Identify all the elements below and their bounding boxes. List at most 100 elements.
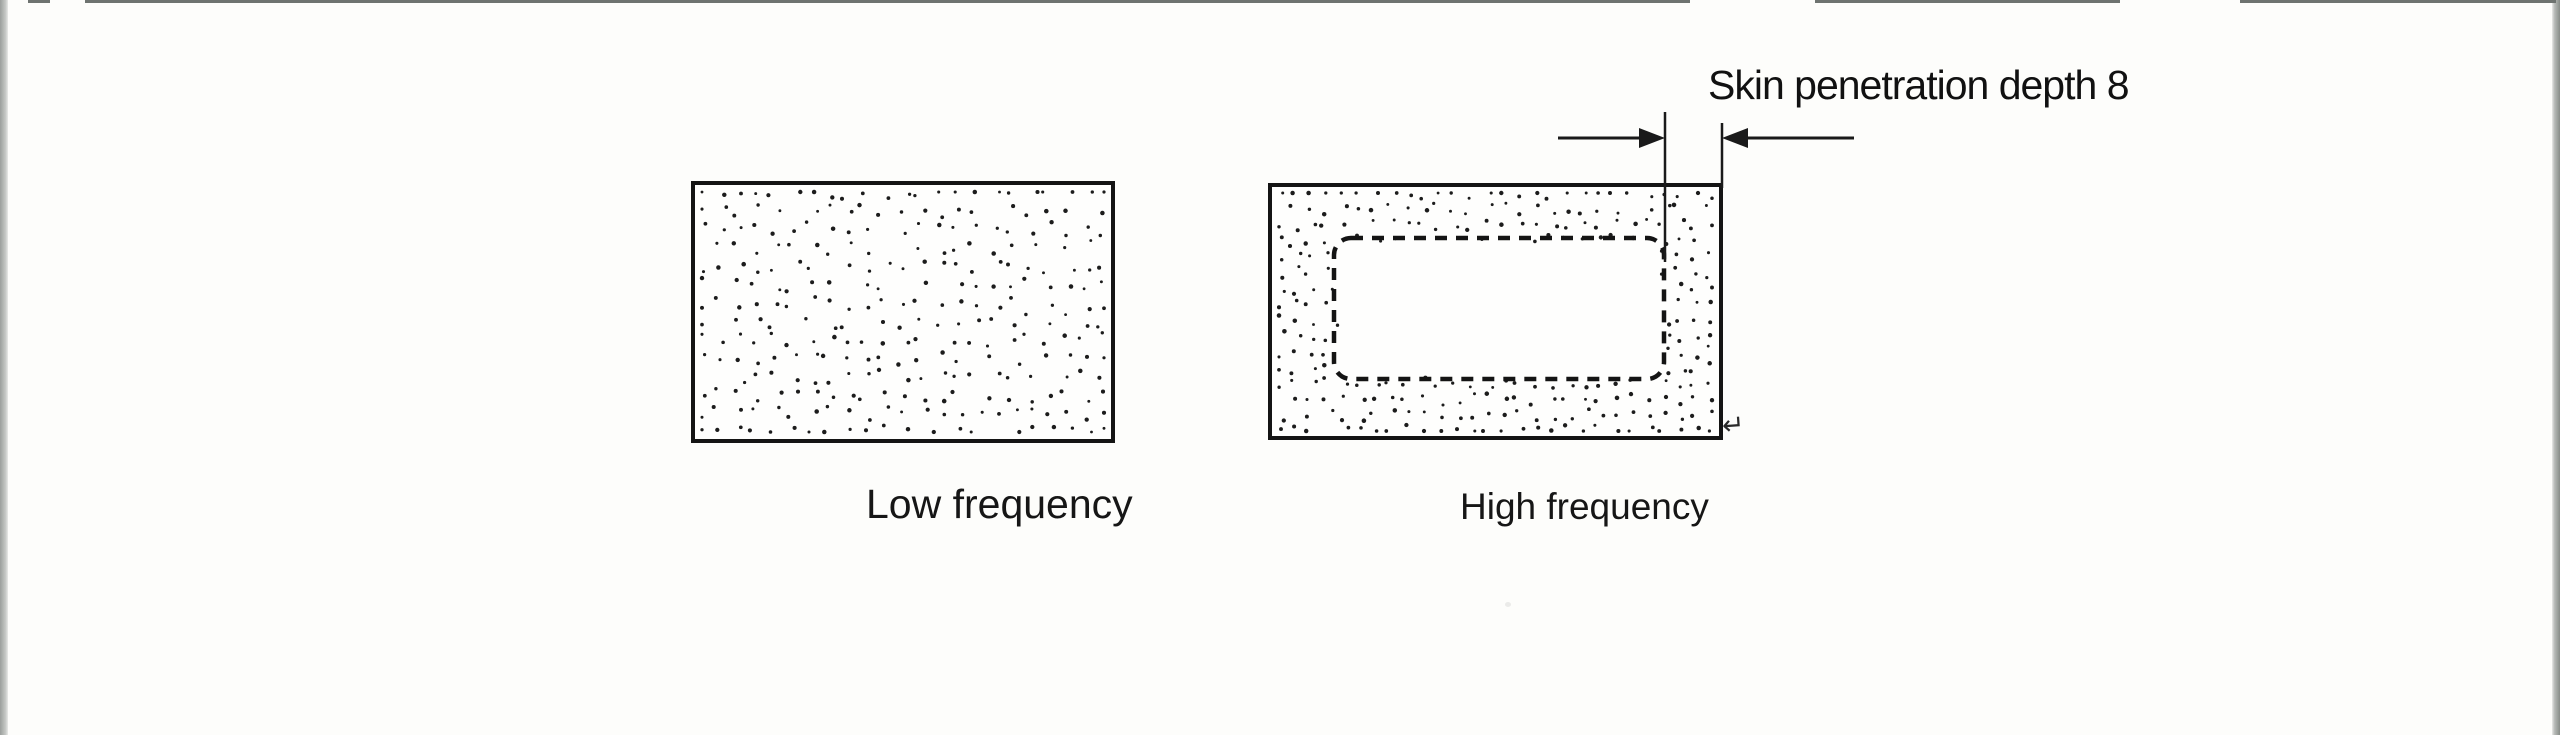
- stipple-dot: [1689, 257, 1695, 262]
- stipple-dot: [1534, 418, 1539, 423]
- stipple-dot: [775, 302, 780, 307]
- stipple-dot: [1279, 235, 1284, 240]
- stipple-dot: [1534, 222, 1538, 226]
- stipple-dot: [798, 259, 803, 264]
- stipple-dot: [1484, 218, 1489, 223]
- stipple-dot: [1465, 227, 1470, 233]
- stipple-dot: [1473, 429, 1477, 433]
- stipple-dot: [998, 259, 1003, 264]
- stipple-dot: [916, 247, 920, 250]
- stipple-dot: [754, 192, 758, 196]
- stipple-dot: [1059, 389, 1064, 394]
- stipple-dot: [1291, 291, 1297, 296]
- stipple-dot: [1312, 323, 1315, 326]
- low-frequency-caption: Low frequency: [866, 481, 1133, 527]
- stipple-dot: [1470, 415, 1475, 420]
- stipple-dot: [1287, 243, 1293, 249]
- stipple-dot: [1281, 418, 1286, 423]
- stipple-dot: [1051, 424, 1057, 430]
- stipple-dot: [940, 303, 945, 307]
- stipple-dot: [1101, 410, 1107, 415]
- stipple-dot: [1517, 212, 1522, 217]
- stipple-dot: [1099, 280, 1103, 284]
- stipple-dot: [731, 241, 737, 246]
- stipple-dot: [739, 407, 743, 412]
- stipple-dot: [1369, 411, 1373, 416]
- stipple-dot: [1088, 268, 1092, 272]
- stipple-dot: [967, 340, 972, 345]
- stipple-dot: [1045, 412, 1050, 417]
- high-frequency-caption: High frequency: [1460, 486, 1709, 527]
- stipple-dot: [923, 208, 928, 213]
- stipple-dot: [777, 243, 781, 247]
- stipple-dot: [732, 213, 737, 218]
- stipple-dot: [734, 277, 739, 283]
- stipple-dot: [699, 275, 705, 281]
- stipple-dot: [1015, 408, 1019, 412]
- stipple-dot: [1564, 226, 1568, 230]
- stipple-dot: [1082, 287, 1086, 291]
- stipple-dot: [931, 429, 936, 435]
- stipple-dot: [826, 380, 831, 385]
- stipple-dot: [1298, 251, 1303, 256]
- stipple-dot: [792, 425, 797, 430]
- stipple-dot: [1371, 218, 1375, 222]
- stipple-dot: [1631, 410, 1636, 414]
- stipple-dot: [1034, 243, 1038, 247]
- stipple-dot: [1616, 211, 1620, 215]
- stipple-dot: [752, 222, 757, 228]
- stipple-dot: [1671, 202, 1677, 208]
- stipple-dot: [1596, 191, 1600, 195]
- stipple-dot: [1028, 374, 1033, 379]
- stipple-dot: [1035, 189, 1040, 195]
- stipple-dot: [1065, 375, 1069, 379]
- stipple-dot: [1288, 203, 1293, 208]
- stipple-dot: [1422, 410, 1426, 414]
- stipple-dot: [700, 332, 704, 336]
- stipple-dot: [1663, 410, 1668, 416]
- stipple-dot: [1473, 392, 1476, 396]
- stipple-dot: [747, 428, 752, 433]
- stipple-dot: [1456, 225, 1460, 229]
- stipple-dot: [1068, 353, 1073, 357]
- stipple-dot: [1705, 275, 1709, 280]
- stipple-dot: [1062, 333, 1067, 338]
- stipple-dot: [952, 374, 956, 378]
- stipple-dot: [997, 412, 1001, 416]
- stipple-dot: [860, 191, 865, 196]
- stipple-dot: [1098, 233, 1103, 238]
- stipple-dot: [914, 358, 919, 363]
- stipple-dot: [906, 340, 911, 345]
- scan-edge-top-segment: [28, 0, 50, 3]
- stipple-dot: [942, 412, 947, 417]
- stipple-dot: [1421, 428, 1427, 434]
- stipple-dot: [1064, 409, 1069, 414]
- stipple-dot: [1064, 233, 1068, 238]
- stipple-dot: [752, 341, 756, 345]
- stipple-dot: [1596, 383, 1601, 388]
- stipple-dot: [700, 190, 704, 194]
- stipple-dot: [1489, 191, 1493, 195]
- stipple-dot: [1077, 336, 1081, 340]
- stipple-dot: [701, 270, 706, 274]
- stipple-dot: [972, 189, 978, 195]
- stipple-dot: [839, 196, 845, 201]
- stipple-dot: [886, 405, 891, 409]
- stipple-dot: [1043, 353, 1049, 358]
- stipple-dot: [1309, 352, 1314, 357]
- stipple-dot: [866, 305, 871, 310]
- stipple-dot: [1468, 385, 1472, 389]
- stipple-dot: [1012, 338, 1017, 342]
- stipple-dot: [1707, 429, 1711, 433]
- stipple-dot: [795, 389, 801, 394]
- stipple-dot: [715, 427, 720, 433]
- stipple-dot: [1696, 336, 1700, 340]
- stipple-dot: [876, 287, 880, 291]
- stipple-dot: [1458, 401, 1462, 405]
- stipple-dot: [1678, 385, 1682, 389]
- stipple-dot: [798, 189, 803, 195]
- stipple-dot: [1102, 190, 1106, 194]
- stipple-dot: [913, 337, 918, 342]
- stipple-dot: [937, 222, 942, 228]
- stipple-dot: [1681, 218, 1687, 223]
